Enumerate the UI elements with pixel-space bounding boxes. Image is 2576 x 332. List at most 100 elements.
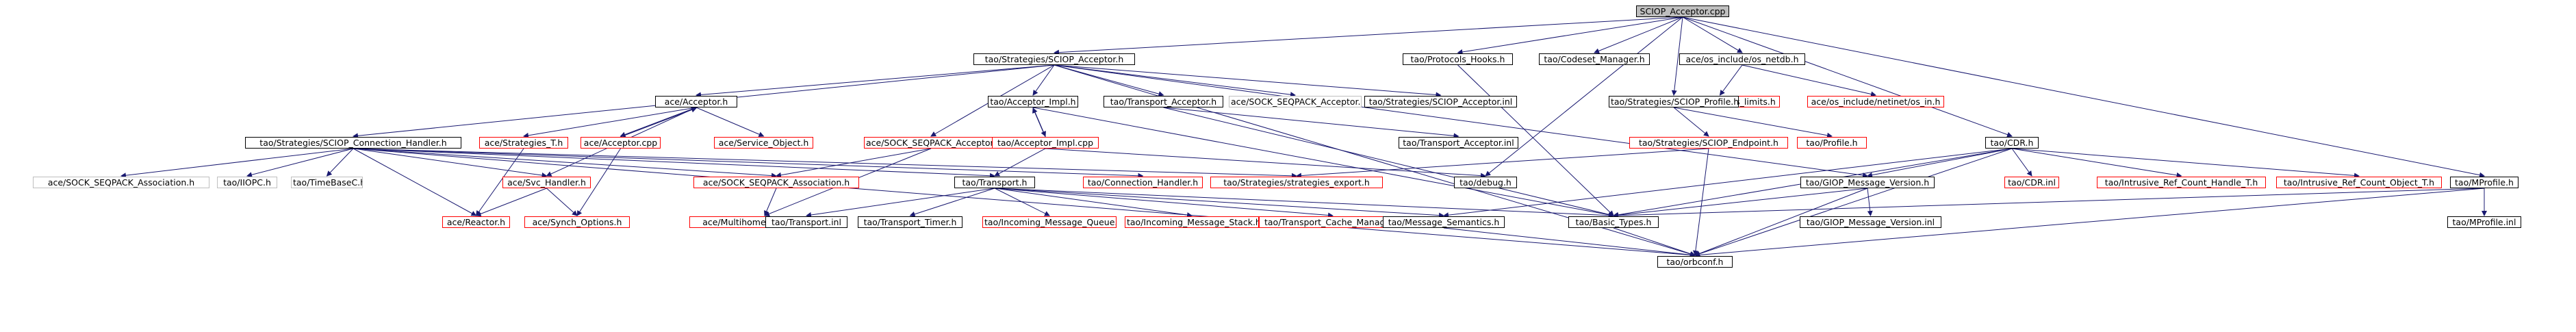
edge-n22-n29	[353, 148, 1144, 179]
node-strategies-t-h: ace/Strategies_T.h	[479, 137, 568, 149]
node-iiopc-h: tao/IIOPC.h	[217, 177, 277, 188]
node-reactor-h: ace/Reactor.h	[442, 216, 510, 228]
edge-n1-n8	[1032, 64, 1055, 96]
node-codeset-manager-h[interactable]: tao/Codeset_Manager.h	[1539, 53, 1650, 65]
edge-n27-n39	[764, 188, 777, 216]
edge-n12-n19	[1673, 107, 1709, 137]
edge-n9-n18	[1163, 107, 1459, 139]
edge-n1-n11	[1054, 64, 1442, 98]
node-acceptor-impl-h[interactable]: tao/Acceptor_Impl.h	[988, 96, 1078, 107]
edge-n21-n32	[1867, 148, 2013, 178]
edge-n9-n46	[1163, 107, 1614, 218]
edge-n0-n31	[1485, 16, 1683, 177]
edge-n0-n12	[1671, 16, 1683, 96]
node-timebasec-h: tao/TimeBaseC.h	[291, 177, 363, 188]
edge-n28-n42	[994, 188, 1050, 216]
node-sock-seqpack-acceptor-h: ace/SOCK_SEQPACK_Acceptor.h	[864, 137, 998, 149]
node-message-semantics-h[interactable]: tao/Message_Semantics.h	[1383, 216, 1505, 228]
edge-n45-n49	[1443, 227, 1696, 258]
edge-n4-n5	[1719, 64, 1743, 96]
node-sciop-connection-handler-h[interactable]: tao/Strategies/SCIOP_Connection_Handler.…	[245, 137, 461, 149]
edge-n0-n3	[1594, 16, 1683, 54]
node-mprofile-inl[interactable]: tao/MProfile.inl	[2447, 216, 2521, 228]
node-sciop-acceptor-inl[interactable]: tao/Strategies/SCIOP_Acceptor.inl	[1364, 96, 1517, 107]
node-ace-acceptor-h[interactable]: ace/Acceptor.h	[655, 96, 737, 107]
edge-n0-n1	[1054, 16, 1683, 55]
edge-n22-n24	[246, 148, 354, 178]
node-svc-handler-h: ace/Svc_Handler.h	[502, 177, 591, 188]
edge-n21-n33	[2011, 148, 2032, 177]
edge-n22-n25	[326, 148, 354, 177]
edge-n22-n49	[353, 148, 1696, 258]
edge-n7-n15	[696, 107, 765, 137]
node-cdr-h[interactable]: tao/CDR.h	[1985, 137, 2039, 149]
edge-n7-n13	[523, 107, 697, 138]
node-cdr-inl: tao/CDR.inl	[2004, 177, 2059, 188]
node-netinet-os-in-h: ace/os_include/netinet/os_in.h	[1807, 96, 1944, 107]
node-transport-h[interactable]: tao/Transport.h	[954, 177, 1035, 188]
node-transport-inl[interactable]: tao/Transport.inl	[765, 216, 847, 228]
node-strategies-sciop-acceptor-h[interactable]: tao/Strategies/SCIOP_Acceptor.h	[973, 53, 1135, 65]
node-giop-message-version-h[interactable]: tao/GIOP_Message_Version.h	[1800, 177, 1935, 188]
edge-n2-n46	[1457, 64, 1614, 216]
edge-n22-n27	[353, 148, 777, 179]
edge-n22-n26	[353, 148, 548, 178]
edge-n36-n46	[1613, 188, 2485, 218]
node-service-object-h: ace/Service_Object.h	[714, 137, 813, 149]
edge-n22-n30	[353, 148, 1297, 179]
edge-n7-n14	[620, 107, 697, 138]
node-transport-cache-manager-h: tao/Transport_Cache_Manager.h	[1259, 216, 1407, 228]
node-transport-timer-h[interactable]: tao/Transport_Timer.h	[858, 216, 962, 228]
node-orbconf-h[interactable]: tao/orbconf.h	[1657, 256, 1733, 268]
node-protocols-hooks-h[interactable]: tao/Protocols_Hooks.h	[1403, 53, 1513, 65]
node-profile-h: tao/Profile.h	[1797, 137, 1867, 149]
edge-n1-n32	[1054, 64, 1868, 179]
node-acceptor-impl-cpp: tao/Acceptor_Impl.cpp	[992, 137, 1099, 149]
edge-n22-n28	[353, 148, 995, 179]
edge-n21-n49	[1694, 148, 2013, 257]
edge-n0-n4	[1682, 16, 1743, 53]
edge-n32-n47	[1867, 188, 1873, 216]
edge-n21-n45	[1443, 148, 2013, 218]
edge-n1-n10	[1054, 64, 1296, 98]
edge-n28-n40	[806, 188, 995, 218]
node-os-netdb-h[interactable]: ace/os_include/os_netdb.h	[1679, 53, 1805, 65]
node-incoming-message-stack-h: tao/Incoming_Message_Stack.h	[1125, 216, 1259, 228]
node-intrusive-ref-count-handle-t-h: tao/Intrusive_Ref_Count_Handle_T.h	[2097, 177, 2266, 188]
node-sciop-profile-h[interactable]: tao/Strategies/SCIOP_Profile.h	[1609, 96, 1739, 107]
node-sock-seqpack-acceptor-h-ext: ace/SOCK_SEQPACK_Acceptor.h	[1229, 96, 1362, 107]
node-connection-handler-h: tao/Connection_Handler.h	[1083, 177, 1203, 188]
node-sock-seqpack-association-h-ext: ace/SOCK_SEQPACK_Association.h	[33, 177, 209, 188]
node-sciop-endpoint-h: tao/Strategies/SCIOP_Endpoint.h	[1629, 137, 1788, 149]
edge-n26-n37	[475, 188, 547, 217]
edge-n26-n38	[546, 188, 578, 216]
edge-n8-n46	[1032, 107, 1614, 218]
edge-n19-n49	[1692, 148, 1709, 256]
node-synch-options-h: ace/Synch_Options.h	[524, 216, 630, 228]
edge-n17-n31	[1045, 148, 1486, 179]
edge-n1-n7	[696, 64, 1055, 98]
edge-n0-n2	[1457, 16, 1683, 55]
edge-n32-n46	[1613, 188, 1868, 218]
edge-n22-n37	[353, 148, 477, 216]
edge-n28-n45	[994, 188, 1444, 218]
node-giop-message-version-inl[interactable]: tao/GIOP_Message_Version.inl	[1800, 216, 1941, 228]
edge-n14-n7	[620, 107, 697, 138]
node-basic-types-h[interactable]: tao/Basic_Types.h	[1568, 216, 1659, 228]
node-sciop-acceptor-cpp[interactable]: SCIOP_Acceptor.cpp	[1636, 5, 1729, 17]
node-transport-acceptor-inl[interactable]: tao/Transport_Acceptor.inl	[1399, 137, 1518, 149]
edge-n0-n21	[1682, 16, 2013, 138]
edge-n1-n9	[1054, 64, 1164, 97]
node-transport-acceptor-h[interactable]: tao/Transport_Acceptor.h	[1104, 96, 1223, 107]
edge-n32-n49	[1694, 188, 1868, 257]
edge-n36-n49	[1694, 188, 2485, 258]
edge-n21-n34	[2011, 148, 2182, 178]
node-mprofile-h[interactable]: tao/MProfile.h	[2450, 177, 2518, 188]
edge-n17-n8	[1032, 107, 1046, 138]
node-sock-seqpack-association-h: ace/SOCK_SEQPACK_Association.h	[693, 177, 859, 188]
edge-n4-n6	[1742, 64, 1876, 97]
edge-n22-n23	[120, 148, 354, 179]
node-debug-h[interactable]: tao/debug.h	[1454, 177, 1517, 188]
edge-n28-n44	[994, 188, 1334, 218]
